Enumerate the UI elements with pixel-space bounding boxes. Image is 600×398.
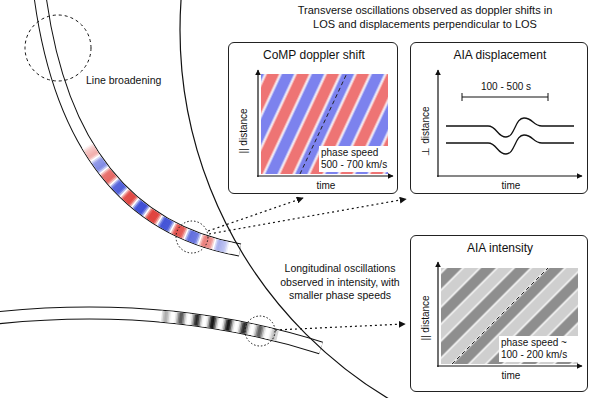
panel-title: AIA displacement <box>454 48 547 62</box>
annotation: Longitudinal oscillations observed in in… <box>270 262 410 303</box>
y-axis <box>437 70 438 177</box>
loop-tube-outline <box>40 0 240 250</box>
period-bar <box>462 93 548 101</box>
loop-tube <box>0 313 321 348</box>
dotted-circle <box>245 316 275 346</box>
dashed-circle <box>25 15 91 81</box>
annotation: Line broadening <box>86 74 161 88</box>
loop-tube-outline <box>0 313 321 348</box>
axis-label: || distance <box>419 295 431 340</box>
band-segment <box>275 330 277 342</box>
panel-title: AIA intensity <box>467 241 533 255</box>
displacement-curve <box>446 118 574 137</box>
displacement-curve <box>446 135 574 154</box>
y-axis <box>437 262 438 367</box>
axis-label: time <box>317 180 336 192</box>
axis-label: ⊥ distance <box>419 106 431 155</box>
phase-speed-note: phase speed 500 - 700 km/s <box>319 146 395 172</box>
x-axis <box>437 175 582 176</box>
plot-panel: AIA intensity || distance time phase speed … <box>410 235 588 392</box>
plot-panel: AIA displacement ⊥ distance time 100 - 500 … <box>410 42 588 194</box>
intensity-band <box>160 316 277 336</box>
axis-label: time <box>502 180 521 192</box>
y-axis <box>257 70 258 177</box>
solar-limb <box>180 0 600 398</box>
loop-tube <box>40 0 240 250</box>
leader-arrow <box>275 324 405 330</box>
x-axis <box>437 365 582 366</box>
x-axis <box>257 175 393 176</box>
band-segment <box>230 242 232 253</box>
panel-title: CoMP doppler shift <box>263 48 365 62</box>
axis-label: || distance <box>237 108 249 153</box>
period-label: 100 - 500 s <box>481 81 531 93</box>
plot-panel: CoMP doppler shift || distance time phase s… <box>228 42 398 194</box>
dotted-circle <box>176 221 208 253</box>
doppler-band <box>87 145 232 248</box>
leader-arrow <box>209 199 406 234</box>
leader-arrow <box>208 198 303 231</box>
phase-speed-note: phase speed ~ 100 - 200 km/s <box>499 336 583 362</box>
axis-label: time <box>502 370 521 382</box>
annotation: Transverse oscillations observed as dopp… <box>291 3 559 32</box>
